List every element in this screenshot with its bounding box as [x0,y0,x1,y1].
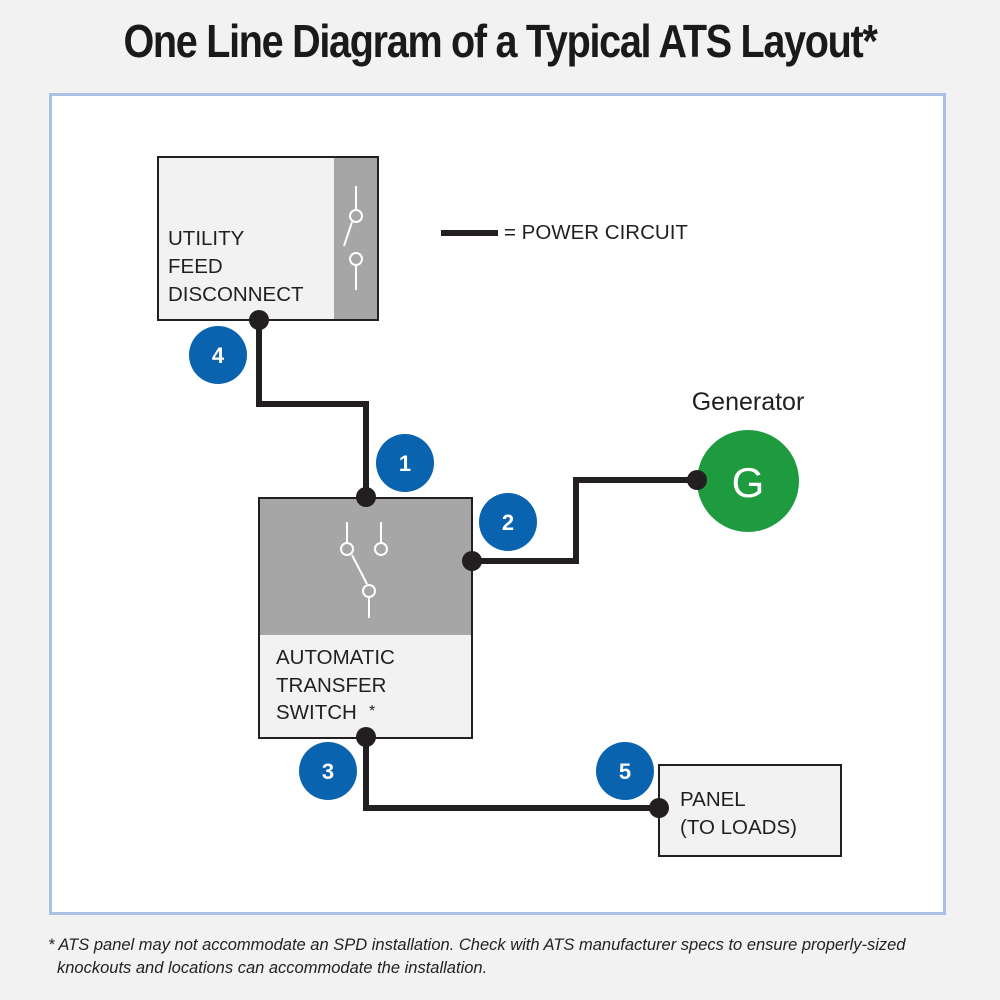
connection-dot-ats-top [356,487,376,507]
ats-label-2: TRANSFER [276,674,386,697]
ats-label-3: SWITCH [276,701,357,724]
connection-dot-utility [249,310,269,330]
disconnect-switch-icon [343,186,363,290]
marker-3-label: 3 [322,759,334,784]
generator-label: Generator [692,388,805,416]
legend-label: = POWER CIRCUIT [504,221,688,244]
utility-disconnect-label-1: UTILITY [168,227,245,250]
generator-circle [697,430,799,532]
panel-to-loads: PANEL (TO LOADS) [658,764,842,857]
marker-4-label: 4 [212,343,225,368]
marker-5: 5 [596,742,654,800]
marker-4-circle [189,326,247,384]
connection-dot-ats-bottom [356,727,376,747]
marker-1-label: 1 [399,451,411,476]
utility-disconnect-label-3: DISCONNECT [168,283,304,306]
page-title: One Line Diagram of a Typical ATS Layout… [123,15,877,67]
ats-switch-panel [260,499,471,635]
marker-3-circle [299,742,357,800]
transfer-switch-icon [340,522,388,618]
legend: = POWER CIRCUIT [441,221,688,244]
panel-label-2: (TO LOADS) [680,816,797,839]
wire-ats-to-generator [472,477,697,564]
marker-1-circle [376,434,434,492]
generator: Generator G [692,388,805,532]
wire-ats-to-panel [363,737,659,811]
marker-5-label: 5 [619,759,631,784]
utility-disconnect-label-2: FEED [168,255,223,278]
diagram-frame: UTILITY FEED DISCONNECT = POWER CIRCUIT … [49,93,946,915]
connection-dot-panel [649,798,669,818]
marker-3: 3 [299,742,357,800]
panel-box [658,764,842,857]
wire-utility-to-ats [256,320,369,497]
marker-2-circle [479,493,537,551]
generator-symbol: G [732,459,765,506]
marker-5-circle [596,742,654,800]
marker-2: 2 [479,493,537,551]
marker-2-label: 2 [502,510,514,535]
marker-4: 4 [189,326,247,384]
connection-dot-generator [687,470,707,490]
panel-label-1: PANEL [680,788,746,811]
utility-feed-disconnect: UTILITY FEED DISCONNECT [157,156,379,321]
marker-1: 1 [376,434,434,492]
connection-points [249,310,707,818]
power-circuits [256,320,697,811]
number-markers: 4 1 2 3 5 [189,326,654,800]
ats-label-1: AUTOMATIC [276,646,395,669]
connection-dot-ats-right [462,551,482,571]
utility-disconnect-switch-panel [334,158,377,319]
automatic-transfer-switch: AUTOMATIC TRANSFER SWITCH * [258,497,473,739]
footnote: * ATS panel may not accommodate an SPD i… [48,936,906,977]
ats-label-asterisk: * [369,703,375,720]
one-line-diagram: UTILITY FEED DISCONNECT = POWER CIRCUIT … [157,156,842,857]
